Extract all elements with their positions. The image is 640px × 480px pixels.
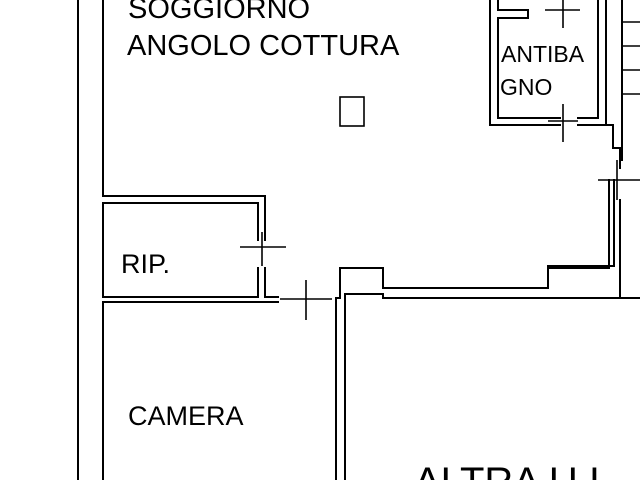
label-antibagno-1: ANTIBA bbox=[501, 41, 585, 67]
kitchen-bottom-walls bbox=[335, 179, 640, 480]
fixture-square bbox=[339, 96, 365, 127]
right-stair-marks bbox=[621, 0, 640, 161]
label-angolo-cottura: ANGOLO COTTURA bbox=[127, 30, 400, 62]
door-marker-rip bbox=[240, 232, 286, 266]
outer-left-wall bbox=[77, 0, 104, 480]
label-ripostiglio: RIP. bbox=[121, 249, 170, 279]
ripostiglio-walls bbox=[102, 195, 279, 298]
antibagno-walls bbox=[489, 0, 621, 299]
door-marker-antibagno-bottom bbox=[548, 104, 578, 142]
label-altra-unita: ALTRA U.I. bbox=[414, 460, 611, 480]
label-soggiorno: SOGGIORNO bbox=[128, 0, 310, 25]
door-marker-camera bbox=[280, 280, 332, 320]
camera-walls bbox=[102, 297, 337, 480]
door-marker-right bbox=[598, 160, 640, 200]
label-antibagno-2: GNO bbox=[500, 74, 552, 100]
label-camera: CAMERA bbox=[128, 401, 244, 431]
door-marker-antibagno-top bbox=[545, 0, 580, 28]
